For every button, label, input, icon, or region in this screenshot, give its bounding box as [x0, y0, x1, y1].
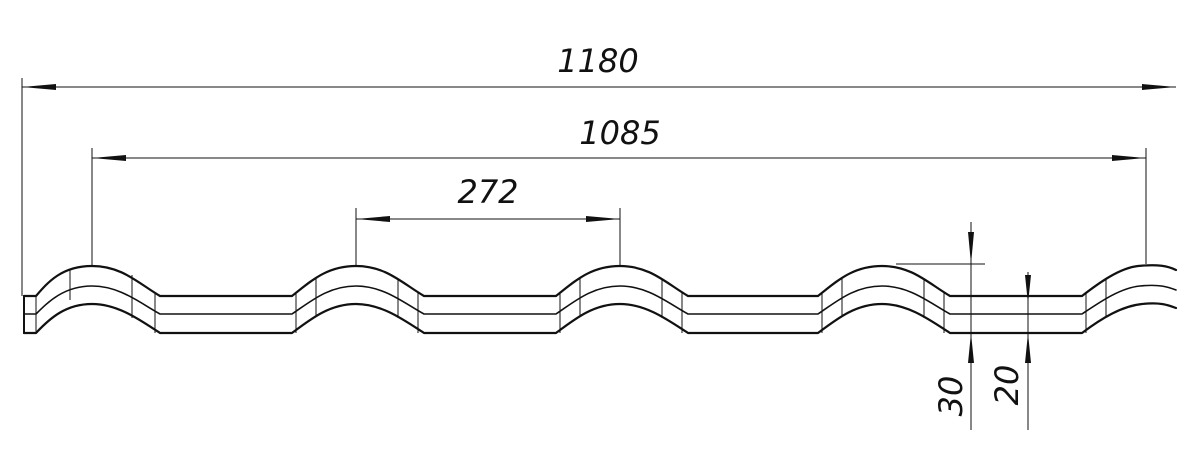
dimension-label-wave-pitch: 272: [457, 173, 518, 211]
dimension-label-total-height: 30: [932, 376, 970, 417]
profile-top-outline: [22, 264, 1178, 298]
arrow-total-height-bottom: [968, 333, 974, 363]
dimension-label-step-height: 20: [988, 365, 1026, 406]
dimension-overall-width: 1180: [21, 42, 1176, 296]
profile-bottom-outline: [22, 302, 1178, 335]
arrow-step-height-bottom: [1025, 333, 1031, 363]
dimension-label-overall-width: 1180: [557, 42, 638, 80]
tile-profile: [22, 264, 1178, 335]
arrow-step-height-top: [1025, 275, 1031, 304]
dimension-label-effective-width: 1085: [579, 114, 660, 152]
dimension-wave-pitch: 272: [355, 173, 621, 266]
dimension-total-height: 30: [896, 222, 985, 430]
profile-middle-line: [23, 284, 1177, 315]
dimension-effective-width: 1085: [91, 114, 1147, 266]
arrow-total-height-top: [968, 232, 974, 264]
dimension-step-height: 20: [988, 272, 1031, 430]
fold-lines: [69, 270, 1107, 333]
